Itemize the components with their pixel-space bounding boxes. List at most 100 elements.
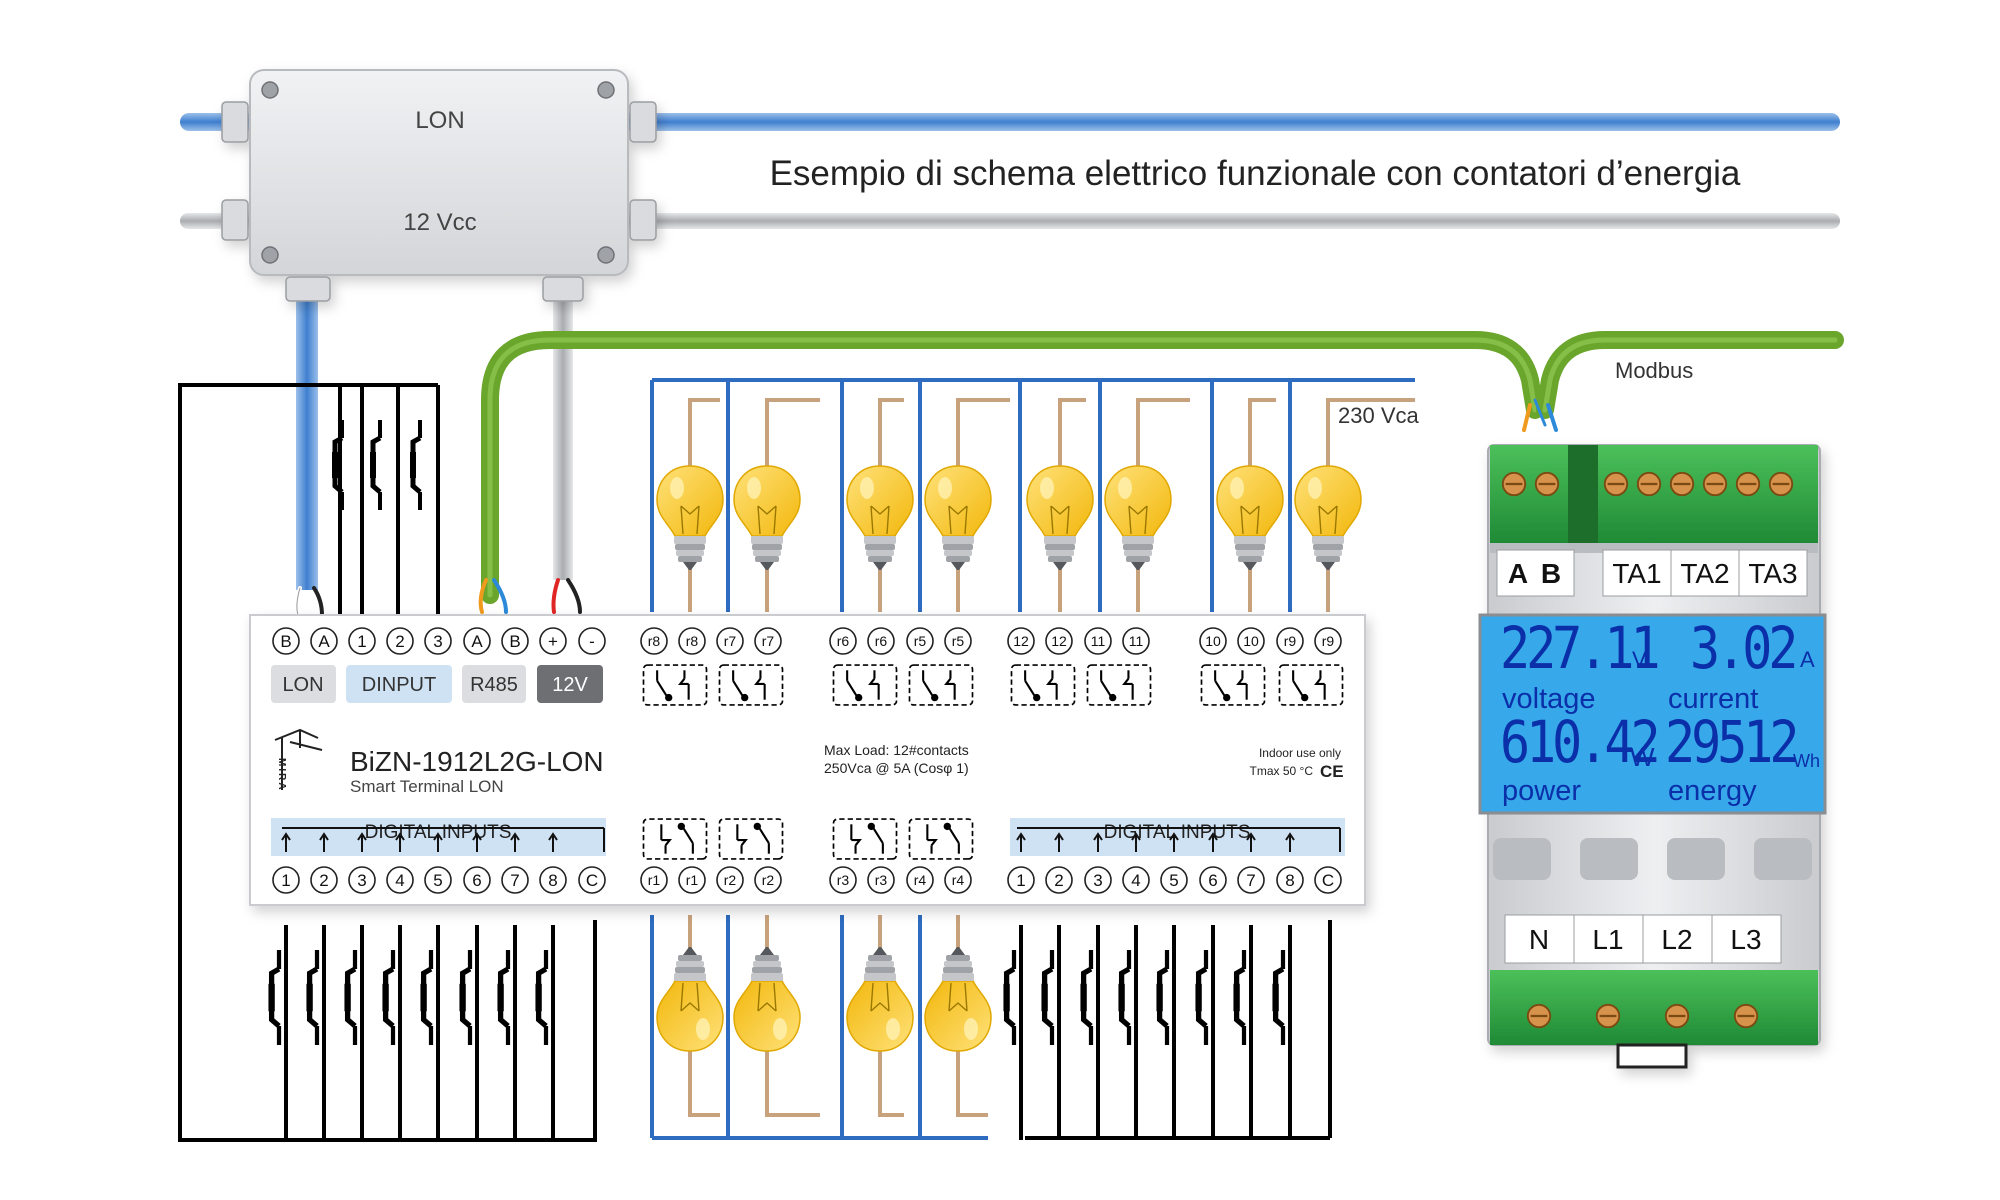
light-bulb-icon xyxy=(924,946,992,1052)
input-pin-label: 1 xyxy=(281,871,290,890)
meter-terminal-ta1: TA1 xyxy=(1612,558,1661,589)
relay-pin: r3 xyxy=(829,866,857,894)
relay-pin-label: r1 xyxy=(648,872,661,888)
terminal-pin-label: A xyxy=(318,632,330,651)
relay-pin-label: r8 xyxy=(648,633,661,649)
input-pin: 6 xyxy=(1199,866,1227,894)
input-pin: 1 xyxy=(272,866,300,894)
light-bulb-icon xyxy=(656,465,724,571)
push-button-switch-icon xyxy=(1003,950,1014,1045)
relay-pin-label: r5 xyxy=(914,633,927,649)
light-bulb-icon xyxy=(733,465,801,571)
relay-pin: r5 xyxy=(944,627,972,655)
relay-pin-label: 10 xyxy=(1243,633,1259,649)
input-pin-label: 5 xyxy=(433,871,442,890)
relay-pin-label: r2 xyxy=(762,872,775,888)
relay-pin: 10 xyxy=(1237,627,1265,655)
relay-pin-label: r5 xyxy=(952,633,965,649)
input-pin: 8 xyxy=(1276,866,1304,894)
block-12v: 12V xyxy=(552,674,588,696)
meter-button-1[interactable] xyxy=(1493,838,1551,880)
terminal-pin: 1 xyxy=(348,627,376,655)
current-value: 3.02 xyxy=(1690,615,1794,682)
power-value: 610.42 xyxy=(1500,709,1657,776)
voltage-unit: V xyxy=(1632,647,1647,672)
meter-top-terminal-labels: A B TA1 TA2 TA3 xyxy=(1496,549,1808,597)
terminal-pin-label: 1 xyxy=(357,632,366,651)
input-pin-label: 3 xyxy=(1093,871,1102,890)
meter-terminal-ta2: TA2 xyxy=(1680,558,1729,589)
bottom-bulbs xyxy=(656,946,992,1052)
meter-terminal-l3: L3 xyxy=(1730,924,1761,955)
input-pin: 2 xyxy=(310,866,338,894)
relay-pin-label: r4 xyxy=(914,872,927,888)
input-pin: C xyxy=(578,866,606,894)
relay-pin: r9 xyxy=(1276,627,1304,655)
push-button-switch-icon xyxy=(459,950,470,1045)
relay-contact-icon xyxy=(1086,664,1152,706)
light-bulb-icon xyxy=(733,946,801,1052)
relay-contact-icon xyxy=(718,664,784,706)
light-bulb-icon xyxy=(846,465,914,571)
relay-pin: 11 xyxy=(1084,627,1112,655)
light-bulb-icon xyxy=(1294,465,1362,571)
relay-pin-label: r4 xyxy=(952,872,965,888)
relay-pin-label: 11 xyxy=(1129,633,1144,649)
relay-pin: r7 xyxy=(754,627,782,655)
meter-button-2[interactable] xyxy=(1580,838,1638,880)
input-pin-label: 3 xyxy=(357,871,366,890)
terminal-pin: 3 xyxy=(424,627,452,655)
screw-icon xyxy=(1526,1003,1552,1029)
indoor-label: Indoor use only xyxy=(1259,746,1341,760)
meter-button-4[interactable] xyxy=(1754,838,1812,880)
max-load-line2: 250Vca @ 5A (Cosφ 1) xyxy=(824,760,969,776)
relay-pin-label: 10 xyxy=(1205,633,1221,649)
terminal-pin: A xyxy=(463,627,491,655)
meter-terminal-a: A xyxy=(1508,558,1528,589)
meter-button-3[interactable] xyxy=(1667,838,1725,880)
relay-pin-label: r2 xyxy=(724,872,737,888)
input-pin: 7 xyxy=(1237,866,1265,894)
input-pin: 6 xyxy=(463,866,491,894)
input-pin-label: 6 xyxy=(1208,871,1217,890)
light-bulb-icon xyxy=(656,946,724,1052)
relay-pin: r8 xyxy=(678,627,706,655)
relay-pin: r7 xyxy=(716,627,744,655)
terminal-pin-label: - xyxy=(589,632,595,651)
meter-buttons xyxy=(1493,838,1812,880)
input-pin: 7 xyxy=(501,866,529,894)
max-load-line1: Max Load: 12#contacts xyxy=(824,742,969,758)
light-bulb-icon xyxy=(1104,465,1172,571)
input-pin: 4 xyxy=(386,866,414,894)
relay-pin: 11 xyxy=(1122,627,1150,655)
screw-icon xyxy=(1595,1003,1621,1029)
relay-pin-label: r9 xyxy=(1284,633,1297,649)
relay-pin: r4 xyxy=(944,866,972,894)
input-pin: 2 xyxy=(1045,866,1073,894)
push-button-switch-icon xyxy=(1156,950,1167,1045)
cable-gland xyxy=(221,101,657,302)
relay-pin-label: r9 xyxy=(1322,633,1335,649)
relay-pin-label: r3 xyxy=(875,872,888,888)
push-button-switch-icon xyxy=(1233,950,1244,1045)
push-button-switch-icon xyxy=(420,950,431,1045)
screw-icon xyxy=(1733,1003,1759,1029)
light-bulb-icon xyxy=(924,465,992,571)
relay-contact-icon xyxy=(642,818,708,860)
mains-label: 230 Vca xyxy=(1338,403,1419,428)
block-r485: R485 xyxy=(470,674,518,696)
push-button-switch-icon xyxy=(382,950,393,1045)
relay-pin: r5 xyxy=(906,627,934,655)
terminal-pin: 2 xyxy=(386,627,414,655)
voltage-value: 227.11 xyxy=(1500,615,1657,682)
terminal-pin: + xyxy=(539,627,567,655)
relay-pin-label: r3 xyxy=(837,872,850,888)
screw-icon xyxy=(1735,471,1761,497)
relay-pin-label: r7 xyxy=(724,633,737,649)
terminal-pin: B xyxy=(272,627,300,655)
screw-icon xyxy=(1664,1003,1690,1029)
input-pin-label: 7 xyxy=(1246,871,1255,890)
